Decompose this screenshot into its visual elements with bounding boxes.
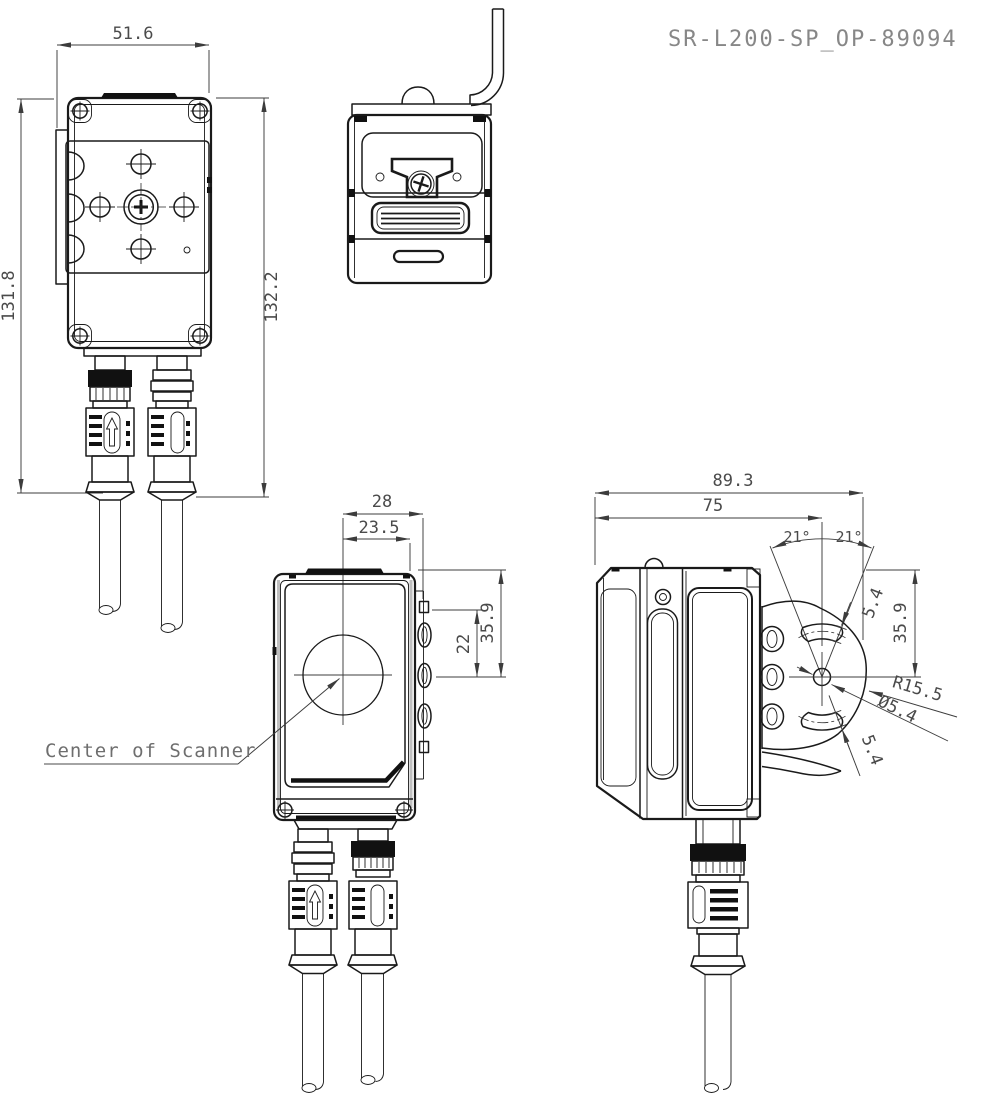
side-body [595,557,762,821]
rear-connector-left [85,355,135,615]
drawing-title: SR-L200-SP_OP-89094 [668,27,958,52]
rear-dim-height-left: 131.8 [0,98,103,494]
front-dim-35-9: 35.9 [478,603,498,644]
rear-mounting-plate [55,129,85,285]
side-dim-35-9: 35.9 [891,603,911,644]
rear-view: 51.6 131.8 132.2 [0,24,282,633]
front-dim-23-5: 23.5 [359,518,400,538]
rear-dim-width-text: 51.6 [113,24,154,44]
up-arrow-icon [308,889,322,920]
side-dim-angle-right: 21° [835,528,862,546]
side-connector [687,818,749,1093]
side-dim-height: 35.9 [866,569,920,677]
center-of-scanner-label: Center of Scanner [45,740,256,762]
front-side-tabs [415,590,432,780]
side-dim-depths: 89.3 75 [594,471,864,646]
side-dim-5-4-lower: 5.4 [857,732,887,768]
rear-center-hole [117,183,166,231]
rear-dim-height-right-text: 132.2 [262,271,282,322]
side-dome-knob [644,557,664,569]
center-of-scanner-callout: Center of Scanner [44,678,340,765]
side-dim-angles: 21° 21° [769,528,875,678]
front-window [284,583,406,788]
side-dim-angle-left: 21° [783,528,810,546]
front-scanner-window-circle [302,634,384,716]
rear-dim-height-left-text: 131.8 [0,270,19,321]
front-dim-heights: 35.9 22 [418,569,506,678]
side-view: 89.3 75 21° 21° 35.9 [594,471,958,1093]
rear-connector-right [147,355,197,633]
rear-body [55,93,213,357]
rear-corner-screws [68,99,212,348]
top-connector-slot [370,201,471,235]
top-pill-slot [392,249,445,264]
top-dome-knob [401,86,435,105]
front-dim-widths: 28 23.5 [294,492,424,725]
front-dim-22: 22 [454,634,474,654]
rear-mount-holes [85,149,199,264]
side-dim-75: 75 [703,496,723,516]
rear-dim-width: 51.6 [56,24,210,128]
front-connector-left [288,828,338,1093]
top-view [346,8,505,285]
front-dim-28: 28 [372,492,392,512]
side-dim-89-3: 89.3 [713,471,754,491]
front-body [272,568,432,822]
up-arrow-icon [105,416,119,447]
front-connector-right [347,828,398,1085]
top-body [346,113,493,285]
top-screw [407,170,435,198]
front-view: 28 23.5 35.9 22 [44,492,506,1093]
rear-dim-height-right: 132.2 [196,97,282,498]
top-bracket [469,8,505,107]
